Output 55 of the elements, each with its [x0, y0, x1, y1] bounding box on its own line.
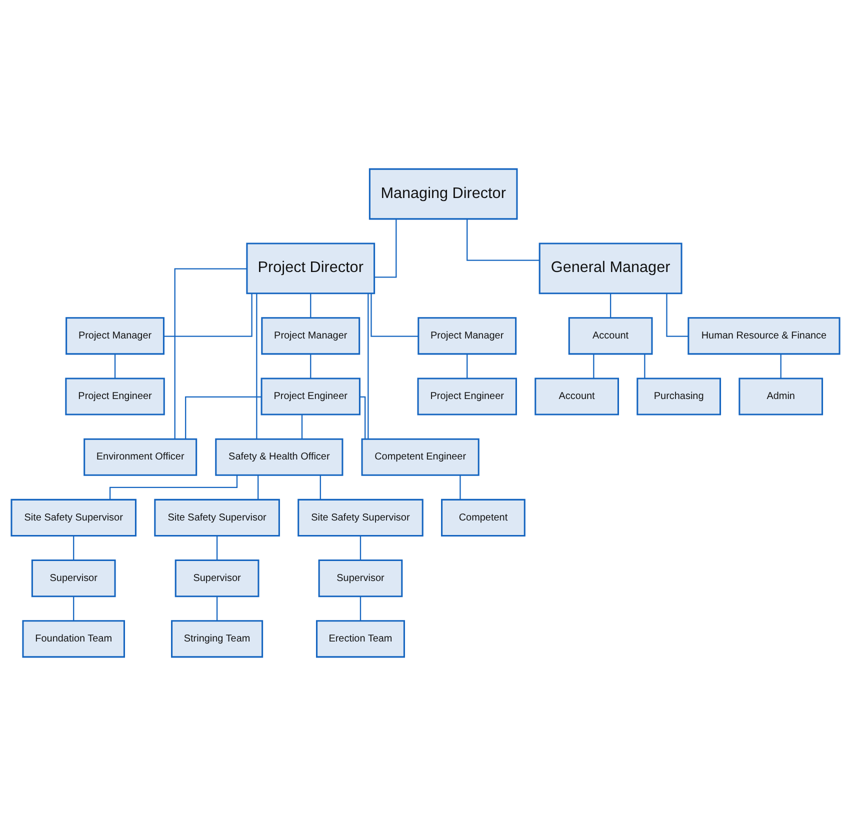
- node-box: Project Manager: [418, 316, 517, 354]
- node-box: Site Safety Supervisor: [154, 498, 280, 536]
- node-box: Project Director: [246, 242, 376, 294]
- connector: [256, 292, 258, 439]
- connector: [368, 292, 369, 439]
- node-box: Competent Engineer: [361, 438, 480, 476]
- connector: [73, 596, 74, 620]
- connector: [666, 293, 688, 336]
- connector: [780, 354, 782, 378]
- connector: [360, 596, 362, 620]
- connector: [185, 396, 262, 439]
- node-box: Supervisor: [174, 559, 260, 597]
- node-box: Foundation Team: [22, 620, 125, 658]
- connector: [216, 596, 218, 620]
- node-box: Project Manager: [261, 316, 360, 354]
- node-box: Project Engineer: [65, 377, 165, 415]
- node-box: Human Resource & Finance: [688, 316, 840, 354]
- connector: [610, 293, 612, 318]
- node-box: Site Safety Supervisor: [10, 498, 136, 536]
- connector: [360, 396, 366, 439]
- connector: [370, 293, 418, 336]
- node-box: Account: [534, 377, 619, 415]
- connector: [310, 293, 312, 318]
- node-box: Stringing Team: [171, 620, 264, 658]
- connector: [164, 293, 252, 336]
- connector: [114, 354, 116, 378]
- connector: [301, 414, 303, 438]
- node-box: Supervisor: [31, 559, 116, 597]
- node-box: Safety & Health Officer: [215, 438, 344, 476]
- connector: [593, 354, 594, 378]
- connector: [73, 535, 74, 560]
- node-box: Competent: [441, 498, 526, 536]
- node-box: Project Engineer: [260, 377, 360, 415]
- node-box: Purchasing: [636, 377, 722, 415]
- connector: [174, 268, 247, 439]
- connector: [310, 354, 312, 378]
- connector: [460, 474, 461, 500]
- connector: [216, 535, 218, 560]
- node-box: Supervisor: [318, 559, 403, 597]
- connector: [320, 474, 321, 500]
- connector: [374, 218, 397, 278]
- connector: [644, 354, 646, 378]
- node-box: Erection Team: [316, 620, 405, 658]
- node-box: Site Safety Supervisor: [298, 498, 424, 536]
- node-box: Account: [568, 316, 653, 354]
- connector: [360, 535, 362, 560]
- connector: [466, 354, 468, 378]
- node-box: Project Engineer: [417, 377, 517, 415]
- node-box: General Manager: [538, 242, 682, 294]
- node-box: Managing Director: [368, 168, 518, 220]
- node-box: Environment Officer: [84, 438, 198, 476]
- connector: [466, 218, 540, 260]
- node-box: Project Manager: [66, 316, 164, 354]
- node-box: Admin: [738, 377, 824, 415]
- connector: [258, 474, 259, 500]
